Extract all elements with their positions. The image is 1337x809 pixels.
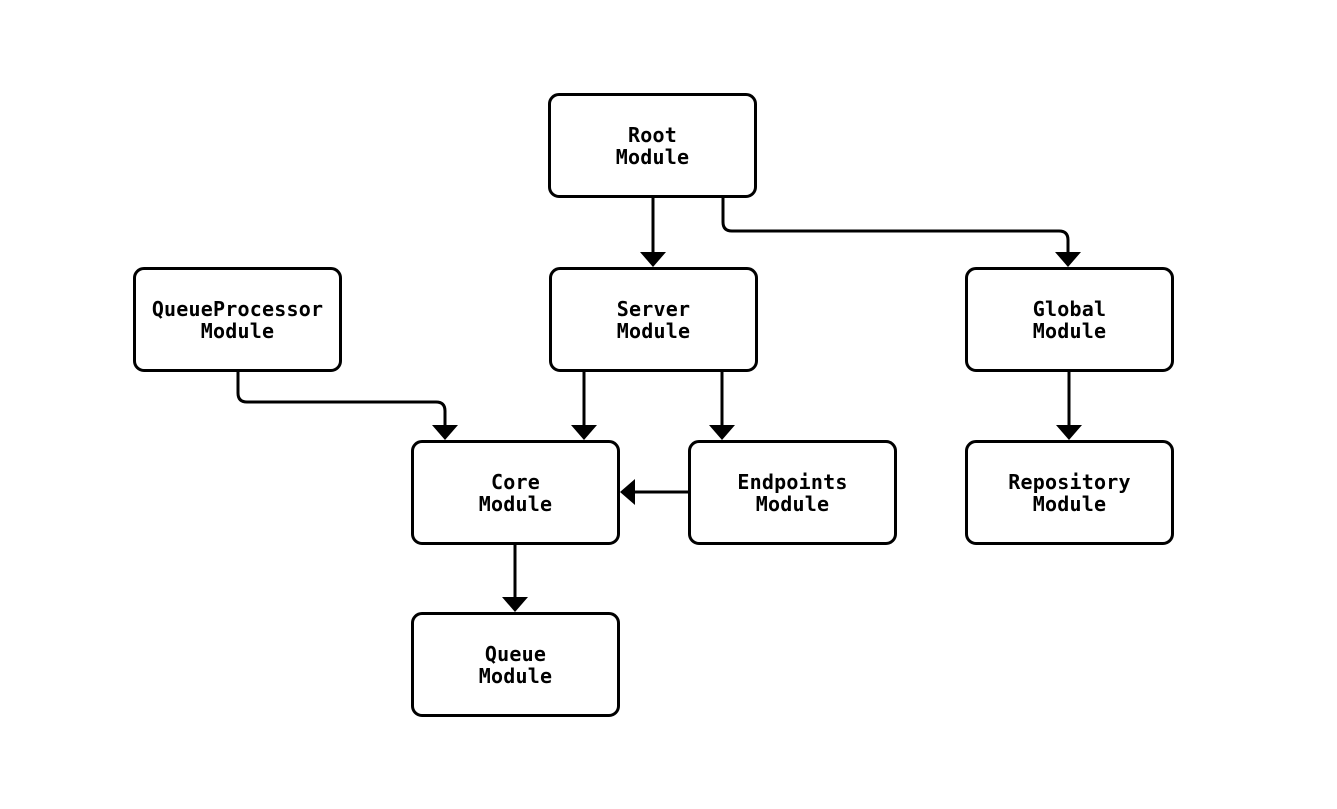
node-label-line: QueueProcessor <box>151 296 324 321</box>
arrowhead-icon <box>709 425 735 440</box>
node-label-line: Module <box>478 491 553 516</box>
arrowhead-icon <box>432 425 458 440</box>
arrowhead-icon <box>1056 425 1082 440</box>
node-label-line: Repository <box>1008 469 1131 494</box>
node-server-module: Server Module <box>549 267 758 372</box>
node-label-line: Module <box>616 318 691 343</box>
node-label-line: Global <box>1032 296 1107 321</box>
node-queue-module: Queue Module <box>411 612 620 717</box>
arrowhead-icon <box>640 252 666 267</box>
node-label-line: Core <box>491 469 540 494</box>
node-label-line: Module <box>1032 318 1107 343</box>
node-label-line: Endpoints <box>737 469 848 494</box>
node-queueprocessor-module: QueueProcessor Module <box>133 267 342 372</box>
node-label-line: Module <box>200 318 275 343</box>
node-endpoints-module: Endpoints Module <box>688 440 897 545</box>
node-core-module: Core Module <box>411 440 620 545</box>
node-label-line: Module <box>1032 491 1107 516</box>
node-label-line: Server <box>616 296 691 321</box>
arrowhead-icon <box>1055 252 1081 267</box>
node-repository-module: Repository Module <box>965 440 1174 545</box>
node-label-line: Module <box>615 144 690 169</box>
node-root-module: Root Module <box>548 93 757 198</box>
node-label-line: Root <box>628 122 677 147</box>
node-label-line: Module <box>755 491 830 516</box>
node-label-line: Module <box>478 663 553 688</box>
arrowhead-icon <box>502 597 528 612</box>
node-global-module: Global Module <box>965 267 1174 372</box>
arrowhead-icon <box>571 425 597 440</box>
node-label-line: Queue <box>484 641 547 666</box>
edge-queueprocessor-to-core <box>236 372 447 425</box>
edge-root-to-global <box>721 198 1070 252</box>
arrowhead-icon <box>620 479 635 505</box>
